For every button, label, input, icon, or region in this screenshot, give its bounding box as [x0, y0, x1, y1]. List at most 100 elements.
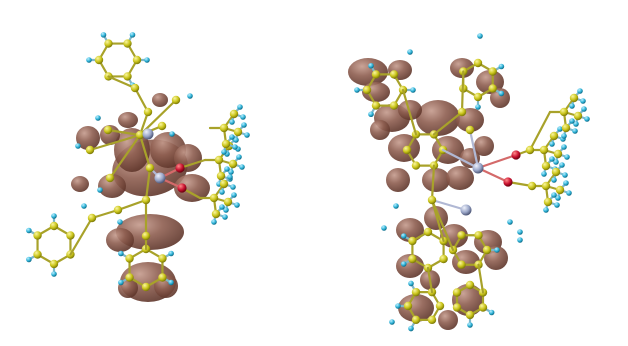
carbon-atom	[123, 39, 132, 48]
hydrogen-atom	[517, 237, 523, 243]
carbon-atom	[482, 245, 492, 255]
hydrogen-atom	[400, 233, 407, 239]
carbon-atom	[543, 197, 553, 207]
hydrogen-atom	[219, 204, 225, 210]
carbon-atom	[541, 181, 551, 191]
carbon-atom	[85, 145, 95, 155]
orbital-lobe	[118, 112, 138, 128]
carbon-atom	[211, 209, 221, 219]
carbon-atom	[228, 159, 238, 169]
hydrogen-atom	[584, 116, 590, 122]
hydrogen-atom	[221, 149, 227, 155]
carbon-atom	[474, 231, 483, 240]
hydrogen-atom	[553, 159, 559, 165]
hydrogen-atom	[561, 133, 567, 139]
orbital-lobe	[416, 100, 460, 136]
hydrogen-atom	[562, 172, 568, 178]
orbital-lobe	[446, 166, 474, 190]
orbital-lobe	[490, 88, 510, 108]
hydrogen-atom	[144, 57, 150, 63]
carbon-atom	[233, 127, 243, 137]
hydrogen-atom	[498, 90, 505, 97]
carbon-atom	[143, 107, 153, 117]
carbon-atom	[105, 173, 115, 183]
hydrogen-atom	[389, 319, 395, 325]
metal-atom	[154, 172, 166, 184]
carbon-atom	[33, 250, 42, 259]
hydrogen-atom	[117, 219, 123, 225]
orbital-lobe	[438, 310, 458, 330]
carbon-atom	[423, 227, 433, 237]
carbon-atom	[411, 315, 421, 325]
carbon-atom	[123, 72, 132, 81]
carbon-atom	[219, 179, 229, 189]
bond	[133, 86, 150, 114]
carbon-atom	[371, 101, 381, 110]
carbon-atom	[427, 315, 437, 325]
carbon-atom	[559, 107, 569, 117]
bond	[476, 153, 518, 170]
bond	[477, 263, 485, 294]
carbon-atom	[33, 231, 42, 240]
hydrogen-atom	[557, 126, 563, 132]
hydrogen-atom	[477, 33, 483, 39]
hydrogen-atom	[26, 227, 32, 234]
oxygen-atom	[177, 183, 187, 193]
carbon-atom	[141, 231, 151, 241]
hydrogen-atom	[118, 250, 124, 257]
carbon-atom	[66, 231, 75, 240]
hydrogen-atom	[227, 174, 233, 180]
carbon-atom	[221, 139, 231, 149]
bond	[138, 133, 152, 170]
carbon-atom	[389, 70, 399, 79]
hydrogen-atom	[475, 104, 481, 110]
carbon-atom	[214, 155, 224, 165]
hydrogen-atom	[381, 225, 387, 231]
bond	[441, 148, 480, 170]
carbon-atom	[402, 145, 412, 155]
orbital-lobe	[422, 168, 450, 192]
hydrogen-atom	[232, 144, 238, 150]
bond	[528, 110, 552, 152]
hydrogen-atom	[168, 279, 174, 286]
hydrogen-atom	[368, 111, 374, 118]
carbon-atom	[216, 171, 226, 181]
carbon-atom	[539, 145, 549, 155]
carbon-atom	[541, 161, 551, 171]
hydrogen-atom	[517, 229, 523, 235]
carbon-atom	[553, 149, 563, 159]
bond	[426, 266, 434, 294]
hydrogen-atom	[223, 207, 229, 213]
hydrogen-atom	[563, 180, 569, 186]
hydrogen-atom	[467, 322, 473, 328]
carbon-atom	[569, 93, 579, 103]
hydrogen-atom	[549, 156, 555, 162]
carbon-atom	[549, 131, 559, 141]
hydrogen-atom	[551, 177, 557, 183]
hydrogen-atom	[408, 325, 414, 332]
carbon-atom	[223, 197, 233, 207]
hydrogen-atom	[97, 187, 103, 193]
hydrogen-atom	[228, 169, 234, 175]
right-molecule	[348, 33, 590, 332]
hydrogen-atom	[241, 122, 247, 128]
carbon-atom	[527, 181, 537, 191]
hydrogen-atom	[233, 137, 239, 143]
hydrogen-atom	[219, 189, 225, 195]
carbon-atom	[145, 163, 155, 173]
carbon-atom	[49, 259, 59, 269]
orbital-lobe	[98, 174, 126, 198]
carbon-atom	[362, 85, 372, 95]
carbon-atom	[452, 303, 462, 312]
hydrogen-atom	[86, 57, 92, 63]
bond	[476, 166, 510, 184]
carbon-atom	[125, 273, 134, 282]
hydrogen-atom	[100, 32, 107, 38]
carbon-atom	[141, 282, 151, 292]
hydrogen-atom	[75, 143, 81, 149]
carbon-atom	[435, 301, 445, 311]
bond	[144, 166, 152, 202]
carbon-atom	[452, 288, 462, 297]
orbital-lobe	[348, 58, 388, 86]
